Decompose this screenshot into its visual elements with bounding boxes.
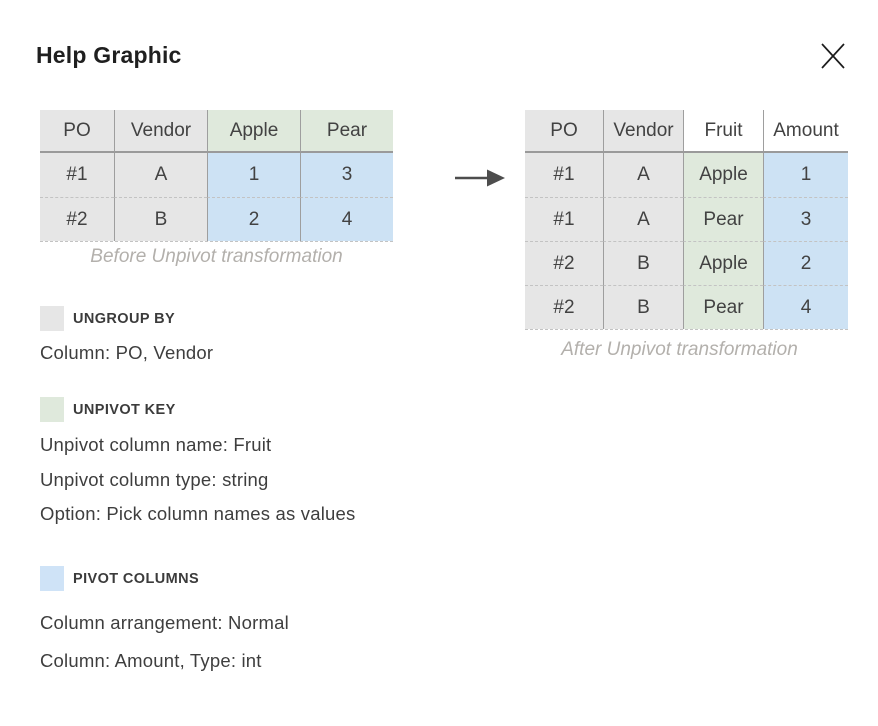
after-unpivot-table: PO Vendor Fruit Amount #1 A Apple 1 #1 A…	[525, 110, 848, 330]
table-cell: Pear	[683, 197, 763, 241]
table-cell: Apple	[683, 241, 763, 285]
legend-heading: UNGROUP BY	[73, 310, 176, 327]
table-cell: #1	[525, 153, 603, 197]
table-cell: B	[114, 197, 207, 241]
legend-unpivot-key: UNPIVOT KEY	[40, 397, 176, 422]
table-cell: #2	[40, 197, 114, 241]
table-cell: #1	[525, 197, 603, 241]
close-icon	[821, 43, 845, 69]
legend-heading: UNPIVOT KEY	[73, 401, 176, 418]
ungroup-by-swatch	[40, 306, 64, 331]
column-header: PO	[40, 110, 114, 153]
table-cell: 1	[763, 153, 848, 197]
table-cell: #2	[525, 285, 603, 329]
column-header: Pear	[300, 110, 393, 153]
legend-ungroup-by: UNGROUP BY	[40, 306, 175, 331]
page-title: Help Graphic	[36, 42, 182, 68]
column-header: Fruit	[683, 110, 763, 153]
close-button[interactable]	[815, 39, 851, 73]
table-cell: #2	[525, 241, 603, 285]
table-caption: Before Unpivot transformation	[90, 246, 343, 267]
table-cell: A	[603, 153, 683, 197]
legend-pivot-columns: PIVOT COLUMNS	[40, 566, 199, 591]
legend-detail: Column: Amount, Type: int	[40, 650, 262, 671]
pivot-columns-swatch	[40, 566, 64, 591]
table-cell: 2	[207, 197, 300, 241]
table-cell: 4	[763, 285, 848, 329]
legend-detail: Unpivot column type: string	[40, 469, 269, 490]
table-cell: 3	[763, 197, 848, 241]
table-cell: 1	[207, 153, 300, 197]
table-cell: Apple	[683, 153, 763, 197]
table-cell: A	[114, 153, 207, 197]
table-cell: 3	[300, 153, 393, 197]
legend-heading: PIVOT COLUMNS	[73, 570, 200, 587]
table-caption: After Unpivot transformation	[561, 339, 798, 360]
table-cell: B	[603, 285, 683, 329]
table-cell: Pear	[683, 285, 763, 329]
before-unpivot-table: PO Vendor Apple Pear #1 A 1 3 #2 B 2 4	[40, 110, 393, 242]
table-cell: 4	[300, 197, 393, 241]
transformation-arrow-icon	[452, 166, 508, 190]
legend-detail: Option: Pick column names as values	[40, 503, 356, 524]
column-header: Vendor	[114, 110, 207, 153]
legend-detail: Column: PO, Vendor	[40, 342, 214, 363]
table-cell: 2	[763, 241, 848, 285]
legend-detail: Column arrangement: Normal	[40, 612, 289, 633]
table-cell: #1	[40, 153, 114, 197]
table-cell: B	[603, 241, 683, 285]
table-cell: A	[603, 197, 683, 241]
column-header: Vendor	[603, 110, 683, 153]
column-header: PO	[525, 110, 603, 153]
column-header: Apple	[207, 110, 300, 153]
column-header: Amount	[763, 110, 848, 153]
legend-detail: Unpivot column name: Fruit	[40, 434, 272, 455]
unpivot-key-swatch	[40, 397, 64, 422]
